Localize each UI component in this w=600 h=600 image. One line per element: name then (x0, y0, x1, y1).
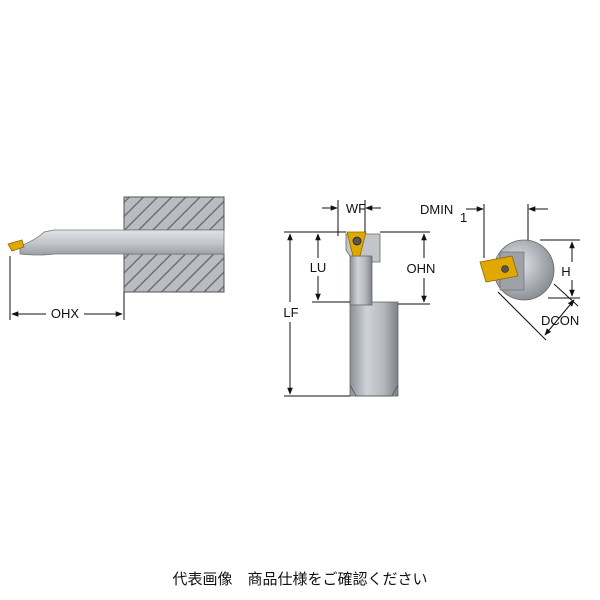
tool-shank (349, 301, 399, 397)
workpiece-hatched-bottom (123, 253, 225, 293)
end-view-insert (479, 255, 519, 283)
dmin-label: DMIN (420, 202, 453, 217)
dcon-extension-2 (553, 283, 579, 307)
tool-neck (349, 254, 373, 306)
wf-label: WF (346, 201, 366, 216)
insert-screw-icon (352, 236, 362, 246)
insert-tip (7, 239, 25, 252)
workpiece-hatched-top (123, 196, 225, 231)
caption: 代表画像 商品仕様をご確認ください (172, 570, 428, 588)
boring-bar-body (19, 229, 225, 256)
lf-label: LF (283, 305, 298, 320)
dcon-label: DCON (541, 313, 579, 328)
dcon-dimension-line (544, 299, 575, 336)
h-label: H (561, 264, 570, 279)
end-insert-screw-icon (501, 265, 509, 273)
ohx-label: OHX (51, 306, 80, 321)
shank-flat-edge (349, 384, 399, 397)
lu-label: LU (310, 260, 327, 275)
ohn-label: OHN (407, 261, 436, 276)
side-view-in-workpiece: OHX (7, 196, 225, 321)
dmin-subscript: 1 (460, 210, 467, 225)
end-view: DMIN 1 H DCON (420, 202, 580, 341)
dcon-extension-1 (497, 291, 547, 341)
front-view: WF LU OHN LF (283, 200, 436, 397)
